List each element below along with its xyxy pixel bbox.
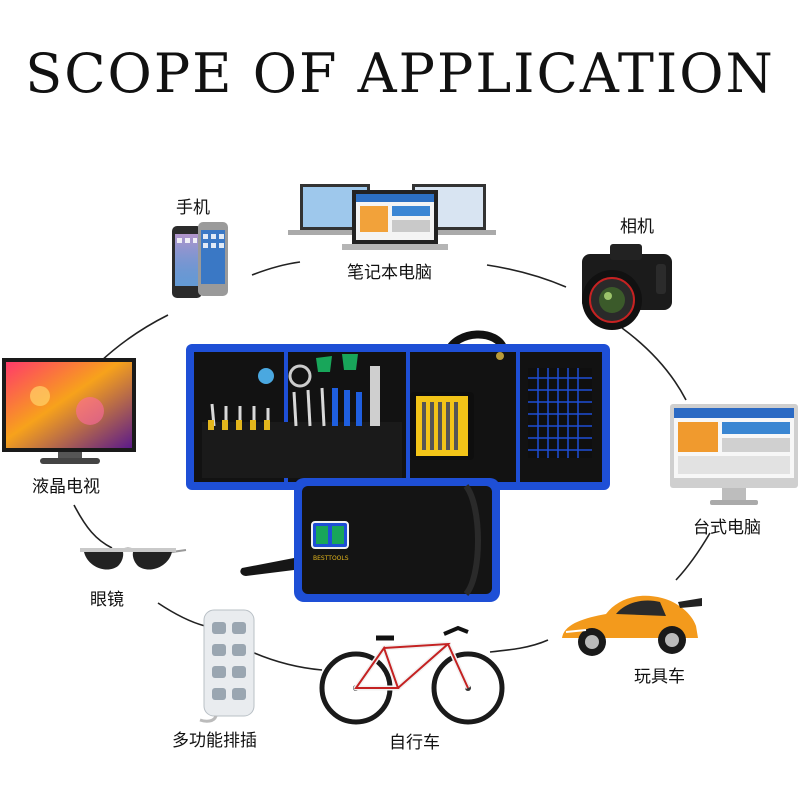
camera-image (582, 244, 672, 330)
glasses-image (80, 547, 187, 570)
brand-logo-subtext: BESTTOOLS (313, 555, 349, 562)
label-desktop: 台式电脑 (693, 518, 761, 538)
tv-image (2, 358, 136, 464)
desktop-image (670, 404, 798, 505)
bicycle-image (319, 625, 505, 725)
label-bicycle: 自行车 (389, 733, 440, 753)
phone-image (172, 222, 228, 298)
power-strip-image (199, 609, 255, 723)
label-phone: 手机 (176, 198, 210, 218)
laptop-image (288, 184, 496, 250)
toy-car-image (562, 595, 702, 656)
label-laptop: 笔记本电脑 (347, 263, 432, 283)
tool-bag-image: BESTTOOLS (186, 330, 610, 602)
label-power-strip: 多功能排插 (172, 731, 257, 751)
label-toy-car: 玩具车 (634, 667, 685, 687)
label-camera: 相机 (620, 217, 654, 237)
label-glasses: 眼镜 (90, 590, 124, 610)
page-title: SCOPE OF APPLICATION (25, 42, 775, 105)
label-tv: 液晶电视 (32, 477, 100, 497)
